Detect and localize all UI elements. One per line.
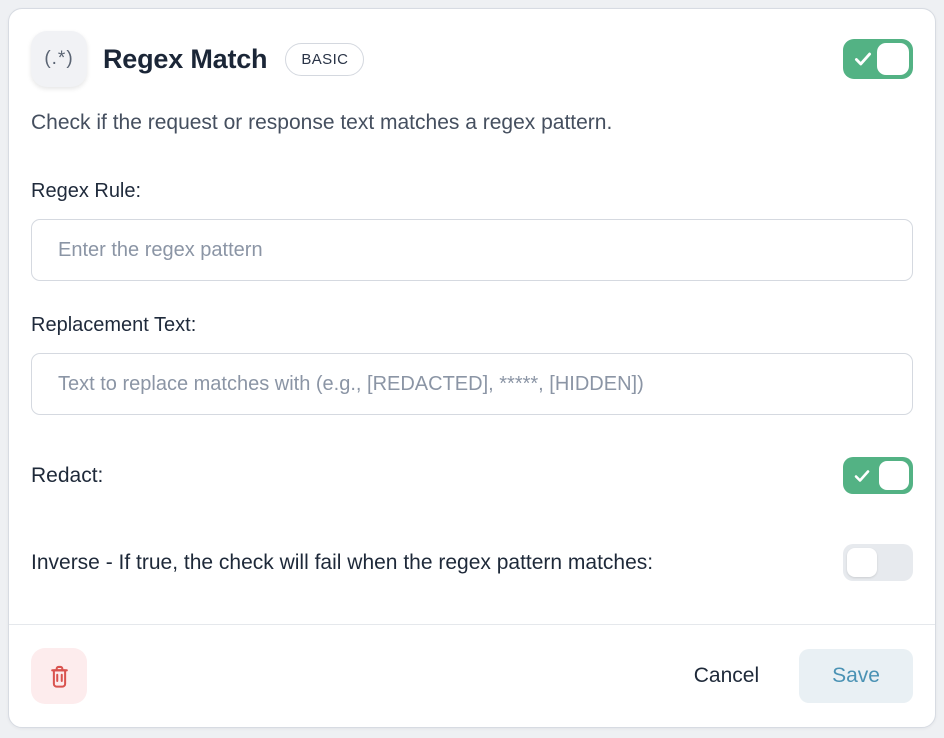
redact-row: Redact: [31, 457, 913, 495]
replacement-text-input[interactable] [31, 353, 913, 416]
inverse-label: Inverse - If true, the check will fail w… [31, 550, 654, 574]
redact-label: Redact: [31, 463, 104, 487]
basic-badge: BASIC [285, 42, 365, 76]
toggle-knob [847, 548, 877, 578]
trash-icon [50, 665, 68, 688]
regex-icon-glyph: (.*) [44, 48, 74, 69]
regex-match-card: (.*) Regex Match BASIC Check if the requ… [8, 8, 936, 728]
page-title: Regex Match [103, 43, 268, 74]
toggle-knob [879, 461, 909, 491]
inverse-toggle[interactable] [843, 544, 913, 582]
card-footer: Cancel Save [9, 624, 935, 727]
save-button[interactable]: Save [799, 649, 913, 703]
enabled-toggle[interactable] [843, 39, 913, 79]
regex-pattern-icon: (.*) [31, 31, 87, 87]
checkmark-icon [854, 469, 870, 482]
inverse-row: Inverse - If true, the check will fail w… [31, 544, 913, 582]
regex-rule-input[interactable] [31, 219, 913, 282]
delete-button[interactable] [31, 648, 87, 704]
toggle-knob [877, 43, 909, 75]
card-description: Check if the request or response text ma… [31, 111, 613, 134]
checkmark-icon [854, 52, 872, 66]
cancel-button[interactable]: Cancel [674, 652, 779, 700]
card-header: (.*) Regex Match BASIC [31, 31, 913, 87]
replacement-text-label: Replacement Text: [31, 314, 197, 337]
regex-rule-label: Regex Rule: [31, 180, 142, 203]
redact-toggle[interactable] [843, 457, 913, 495]
